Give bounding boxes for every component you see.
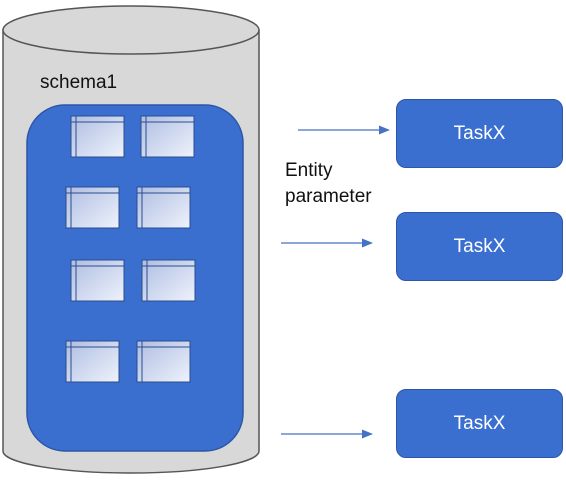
task-box: TaskX — [396, 389, 563, 458]
entity-parameter-line1: Entity — [285, 160, 333, 181]
table-icon — [141, 259, 196, 302]
table-icon — [136, 186, 191, 229]
arrow-to-task-1 — [298, 125, 390, 135]
task-box: TaskX — [396, 99, 563, 168]
entity-parameter-label: Entity parameter — [285, 158, 372, 210]
tables-panel — [26, 104, 244, 452]
arrow-to-task-3 — [281, 429, 373, 439]
table-icon — [136, 340, 191, 383]
table-icon — [70, 259, 125, 302]
cylinder-top — [2, 5, 260, 55]
table-icon — [65, 340, 120, 383]
entity-parameter-line2: parameter — [285, 186, 372, 207]
task-box: TaskX — [396, 212, 563, 281]
arrow-to-task-2 — [281, 238, 373, 248]
table-icon — [140, 115, 195, 158]
table-icon — [70, 115, 125, 158]
schema-label: schema1 — [40, 72, 118, 93]
table-icon — [65, 186, 120, 229]
